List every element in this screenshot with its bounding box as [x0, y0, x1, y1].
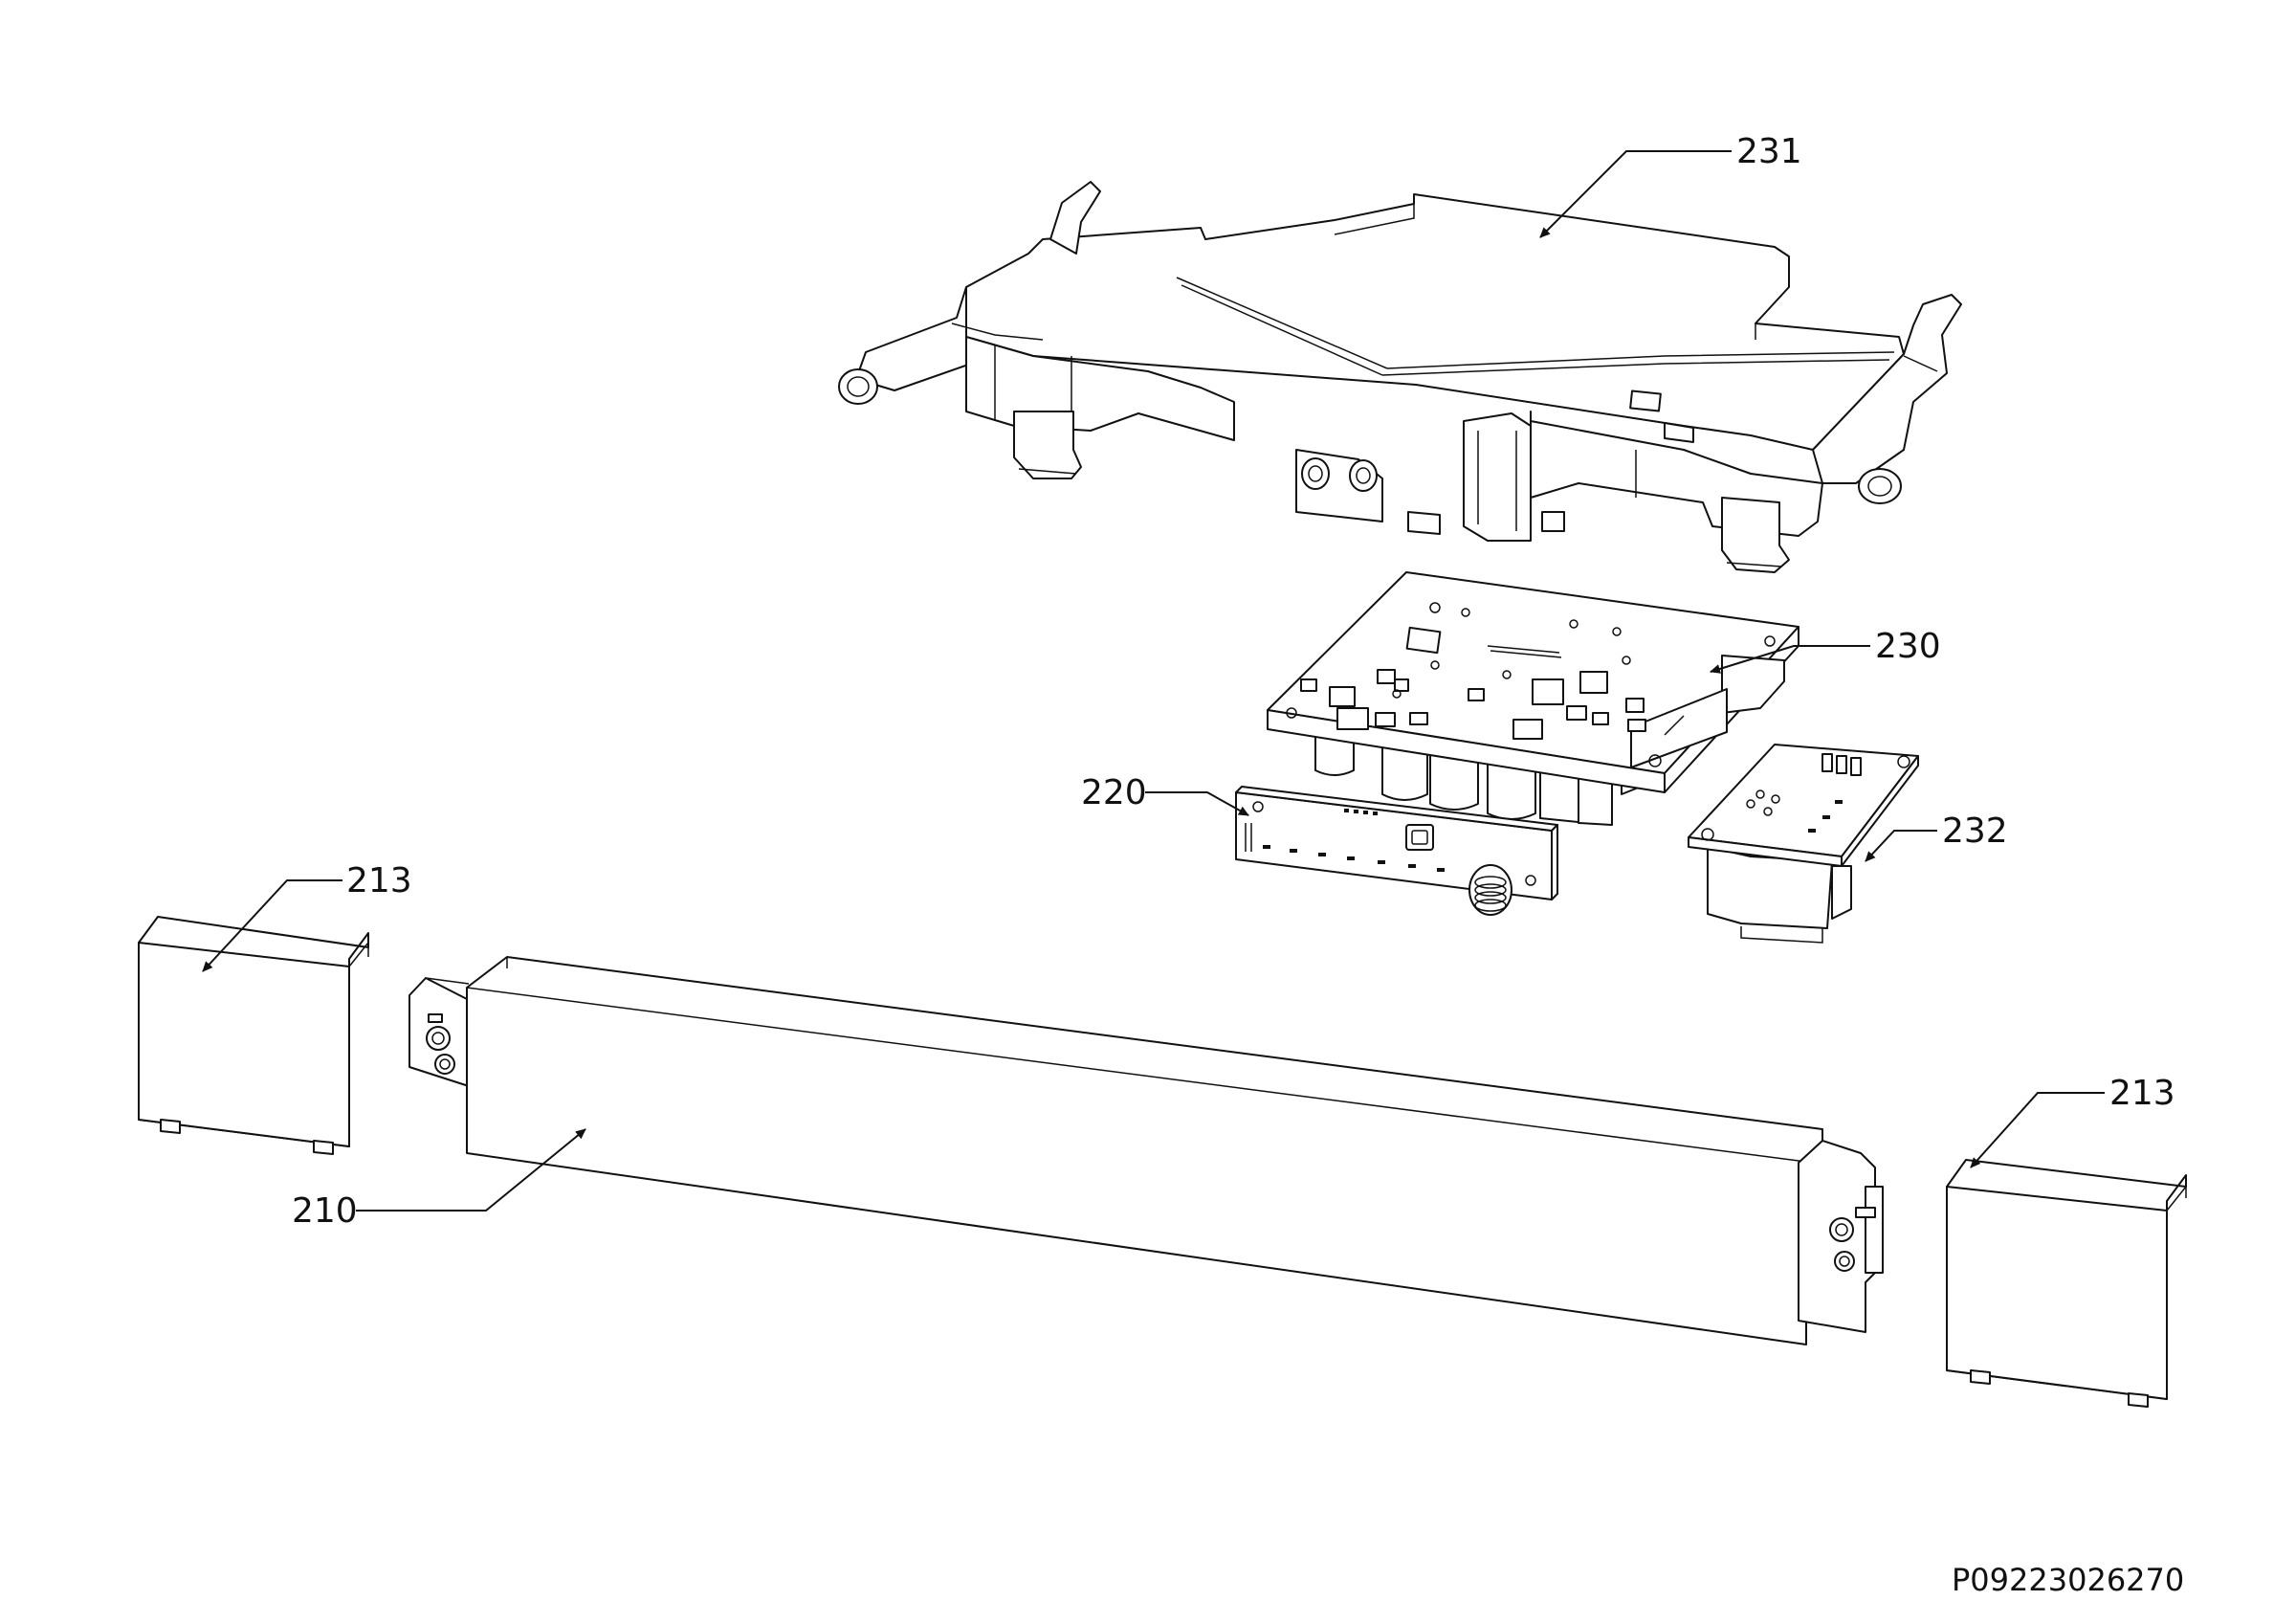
callout-230: 230	[1875, 627, 1941, 666]
leader-lines	[202, 150, 2105, 1212]
part-232-module	[1688, 744, 1919, 944]
callout-210: 210	[292, 1191, 358, 1231]
part-213-end-cap-left	[138, 916, 369, 1155]
part-231-housing	[838, 181, 1962, 573]
part-230-main-pcb	[1267, 571, 1799, 826]
callout-213-right: 213	[2109, 1074, 2175, 1113]
callout-232: 232	[1942, 812, 2008, 851]
callout-220: 220	[1081, 773, 1147, 812]
part-210-fascia	[408, 956, 1884, 1345]
callout-213-left: 213	[346, 861, 412, 900]
part-220-display-board	[1235, 786, 1558, 916]
document-id: P09223026270	[1952, 1562, 2184, 1598]
part-213-end-cap-right	[1946, 1159, 2187, 1408]
callout-231: 231	[1736, 132, 1802, 171]
